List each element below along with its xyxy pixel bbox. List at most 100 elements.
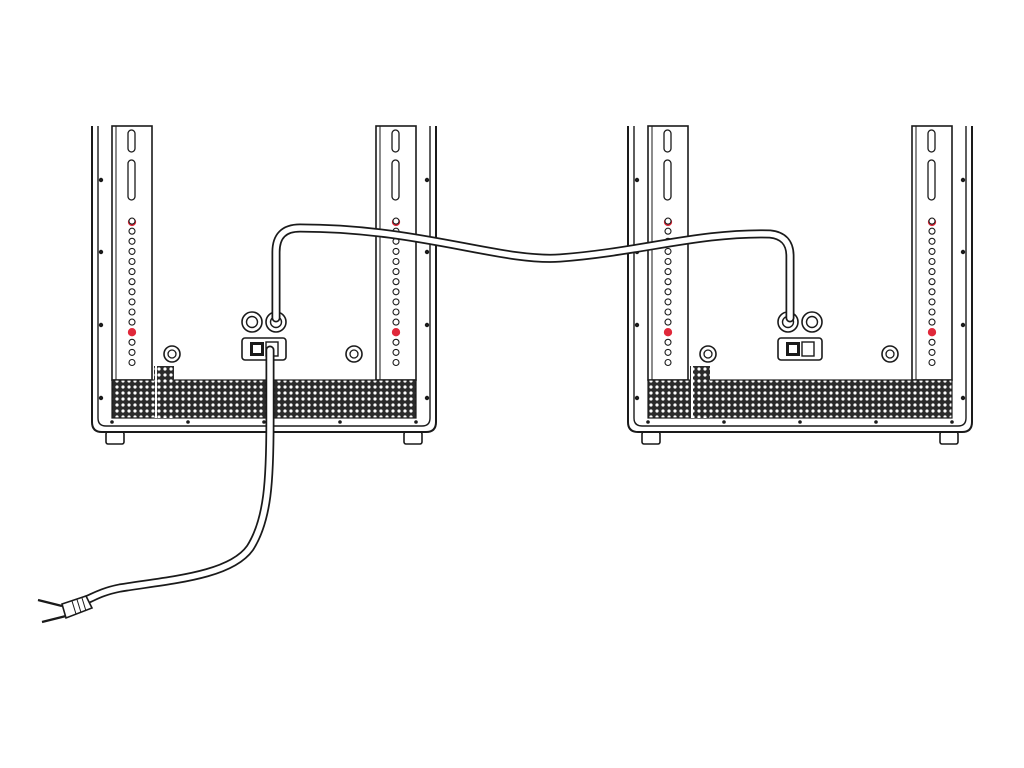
rail-hole xyxy=(664,308,672,316)
side-screw xyxy=(634,395,640,401)
side-screw xyxy=(960,395,966,401)
plug-body xyxy=(61,595,94,620)
power-socket-pin xyxy=(789,345,797,353)
panel-knob-center xyxy=(167,349,177,359)
panel-knob xyxy=(345,345,363,363)
panel-knob-center xyxy=(349,349,359,359)
two-prong-plug-icon xyxy=(37,595,94,624)
left-cabinet xyxy=(91,125,437,445)
rail-hole xyxy=(392,318,400,326)
cable-gland-inner xyxy=(245,315,259,329)
rail-hole xyxy=(928,217,936,225)
bottom-screw xyxy=(186,420,190,424)
rail-hole xyxy=(664,217,672,225)
rail-hole-highlighted xyxy=(391,328,401,337)
rail-hole xyxy=(928,348,936,356)
cabinet-inner-outline xyxy=(633,126,967,427)
plug-grip-line xyxy=(76,599,82,613)
rail-hole xyxy=(664,227,672,235)
rail-slot xyxy=(663,159,672,201)
rail-hole-highlighted xyxy=(127,328,137,337)
rail-hole xyxy=(392,217,400,225)
rail-slot xyxy=(127,159,136,201)
rail-slot xyxy=(127,129,136,153)
rail-hole xyxy=(392,338,400,346)
rail-hole xyxy=(664,338,672,346)
rail-hole xyxy=(392,298,400,306)
rail-hole xyxy=(928,278,936,286)
rail-hole xyxy=(128,217,136,225)
side-screw xyxy=(424,395,430,401)
side-screw xyxy=(960,177,966,183)
power-cord xyxy=(83,347,273,603)
rail-hole xyxy=(664,278,672,286)
side-screw xyxy=(634,322,640,328)
rail-hole xyxy=(664,247,672,255)
rail-hole-highlighted xyxy=(663,328,673,337)
panel-knob-center xyxy=(885,349,895,359)
rail-hole xyxy=(128,338,136,346)
rail-hole xyxy=(928,268,936,276)
panel-knob xyxy=(699,345,717,363)
link-cable xyxy=(273,225,793,321)
rail-hole xyxy=(392,288,400,296)
bottom-screw xyxy=(646,420,650,424)
side-screw xyxy=(634,177,640,183)
bottom-screw xyxy=(722,420,726,424)
bottom-screw xyxy=(874,420,878,424)
cable-gland xyxy=(801,311,823,333)
rail-hole xyxy=(128,308,136,316)
plug-grip-line xyxy=(81,597,87,612)
rail-hole xyxy=(928,298,936,306)
rail-hole xyxy=(928,237,936,245)
link-cable-outline xyxy=(271,223,795,323)
rail-hole xyxy=(928,227,936,235)
rail-slot xyxy=(391,129,400,153)
rail-slot xyxy=(927,129,936,153)
rail-hole xyxy=(392,268,400,276)
side-screw xyxy=(424,249,430,255)
vent-strip xyxy=(154,366,174,418)
rail-hole xyxy=(928,338,936,346)
rail-hole xyxy=(928,358,936,367)
side-screw xyxy=(98,177,104,183)
rail-hole xyxy=(928,308,936,316)
rail-slot xyxy=(391,159,400,201)
rail-hole xyxy=(128,348,136,356)
rail-hole xyxy=(128,268,136,276)
rail-hole xyxy=(928,288,936,296)
rail-hole xyxy=(664,348,672,356)
cabinet-foot xyxy=(105,431,125,445)
cabinet-foot xyxy=(939,431,959,445)
cabinet-inner-outline xyxy=(97,126,431,427)
rail-hole xyxy=(392,278,400,286)
rail-hole xyxy=(664,288,672,296)
bottom-screw xyxy=(414,420,418,424)
rail-hole xyxy=(928,318,936,326)
plug-prong xyxy=(41,614,67,624)
side-screw xyxy=(424,177,430,183)
rail-hole xyxy=(928,247,936,255)
side-screw xyxy=(960,249,966,255)
power-switch xyxy=(801,341,815,357)
power-socket-pin xyxy=(253,345,261,353)
plug-grip-line xyxy=(71,600,77,615)
cable-gland-inner xyxy=(805,315,819,329)
vent-strip xyxy=(690,366,710,418)
rail-hole xyxy=(664,268,672,276)
rail-hole xyxy=(128,318,136,326)
plug-prong xyxy=(37,598,63,608)
rail-hole xyxy=(664,318,672,326)
rail-hole xyxy=(128,278,136,286)
cabinet-outline xyxy=(627,126,973,433)
side-screw xyxy=(424,322,430,328)
side-screw xyxy=(98,322,104,328)
rail-hole xyxy=(128,247,136,255)
rail-hole xyxy=(128,298,136,306)
rail-hole xyxy=(392,308,400,316)
side-screw xyxy=(98,249,104,255)
rail-hole xyxy=(128,227,136,235)
panel-knob xyxy=(881,345,899,363)
rail-hole xyxy=(392,358,400,367)
